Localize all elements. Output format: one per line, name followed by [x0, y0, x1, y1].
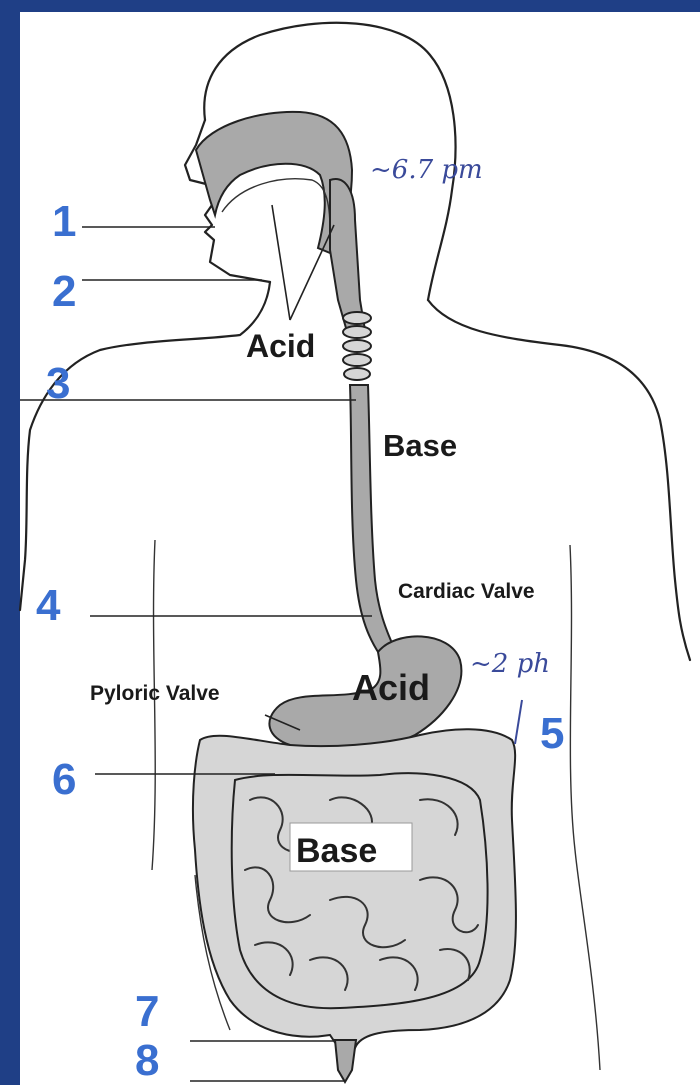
acid-pointer-throat	[290, 225, 334, 320]
tongue-curve	[222, 179, 330, 230]
acid-pointer-mouth	[272, 205, 290, 320]
neck-and-left-shoulder	[20, 282, 270, 610]
number-4: 4	[36, 581, 61, 630]
small-intestine	[232, 773, 488, 1008]
torso-right-line	[570, 545, 600, 1070]
label-acid-stomach: Acid	[352, 667, 430, 708]
label-pyloric-valve: Pyloric Valve	[90, 682, 220, 705]
esophagus	[350, 385, 395, 655]
label-base-intestine: Base	[296, 832, 377, 870]
torso-left-line	[152, 540, 155, 870]
handwritten-mark	[515, 700, 522, 744]
right-shoulder-and-arm	[428, 300, 690, 660]
oral-cavity	[196, 112, 352, 255]
rectum	[335, 1040, 356, 1082]
number-6: 6	[52, 755, 76, 804]
number-7: 7	[135, 987, 159, 1036]
label-acid-mouth: Acid	[246, 328, 315, 364]
trachea-rings	[343, 312, 371, 380]
number-2: 2	[52, 267, 76, 316]
number-8: 8	[135, 1036, 159, 1085]
number-3: 3	[46, 359, 70, 408]
label-cardiac-valve: Cardiac Valve	[398, 580, 535, 603]
number-5: 5	[540, 709, 564, 758]
label-base-esophagus: Base	[383, 428, 457, 463]
handwritten-stomach-ph: ~2 ph	[470, 649, 550, 679]
number-1: 1	[52, 197, 76, 246]
handwritten-mouth-ph: ~6.7 pm	[370, 155, 483, 185]
